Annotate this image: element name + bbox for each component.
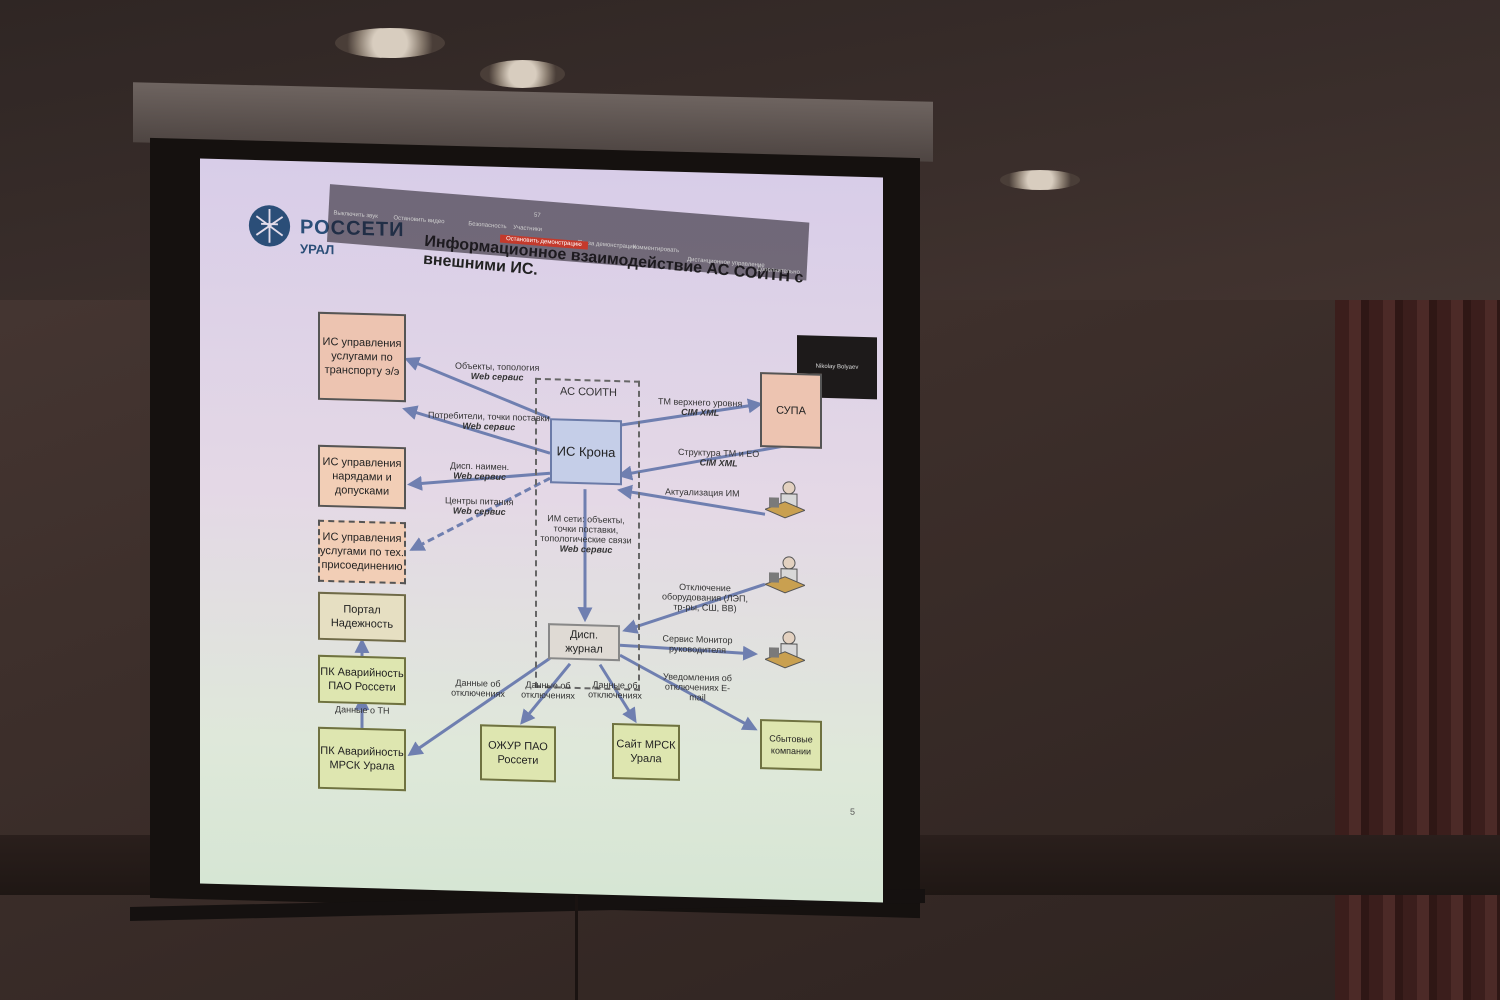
box-ojur: ОЖУР ПАО Россети [480, 724, 556, 783]
box-is-transport: ИС управления услугами по транспорту э/э [318, 311, 406, 403]
diagram-arrows [354, 356, 791, 757]
box-portal: Портал Надежность [318, 591, 406, 643]
box-pk-rosseti: ПК Аварийность ПАО Россети [318, 654, 406, 706]
curtain [1335, 300, 1500, 1000]
box-site-mrsk: Сайт МРСК Урала [612, 722, 680, 781]
box-disp-journal: Дисп. журнал [548, 623, 620, 662]
label-service: Сервис Монитор руководителя [662, 633, 733, 656]
as-soitn-label: АС СОИТН [560, 385, 617, 400]
label-data-tn: Данные о ТН [335, 704, 390, 716]
box-sbyt: Сбытовые компании [760, 719, 822, 771]
label-disp-naim: Дисп. наимен.Web сервис [450, 460, 510, 483]
label-data-otkl-2: Данные об отключениях [521, 679, 575, 701]
label-im-set: ИМ сети: объекты, точки поставки, тополо… [540, 513, 632, 555]
operator-icon [765, 481, 805, 519]
label-data-otkl-3: Данные об отключениях [588, 679, 642, 701]
box-supa: СУПА [760, 372, 822, 449]
label-data-otkl-1: Данные об отключениях [451, 677, 505, 699]
operator-icon [765, 631, 805, 669]
page-number: 5 [850, 806, 856, 817]
screen-cable [575, 895, 578, 1000]
operator-icon [765, 556, 805, 594]
box-is-krona: ИС Крона [550, 418, 622, 486]
label-otkl: Отключение оборудования (ЛЭП, тр-ры, СШ,… [662, 581, 748, 614]
ceiling-light [480, 60, 565, 88]
ceiling-light [1000, 170, 1080, 190]
rosseti-logo-icon [248, 205, 291, 247]
label-notify: Уведомления об отключениях E-mail [663, 671, 732, 703]
label-actual: Актуализация ИМ [665, 486, 740, 499]
projected-slide: РОССЕТИ УРАЛ Информационное взаимодейств… [200, 158, 883, 903]
box-is-teh: ИС управления услугами по тех. присоедин… [318, 519, 406, 585]
box-pk-mrsk: ПК Аварийность МРСК Урала [318, 726, 406, 792]
box-is-naryad: ИС управления нарядами и допусками [318, 444, 406, 510]
ceiling-light [335, 28, 445, 58]
